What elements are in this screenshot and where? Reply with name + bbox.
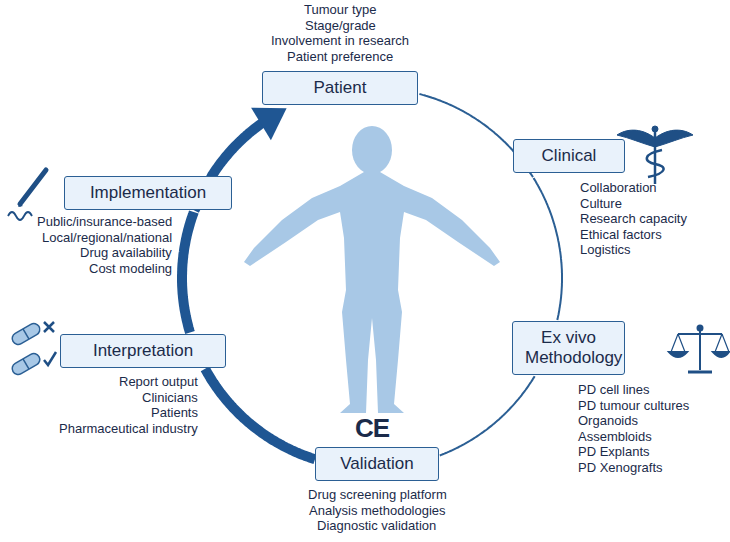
arc-line (205, 369, 315, 459)
stage-box: Validation (315, 447, 439, 481)
stage-title: Patient (275, 78, 405, 98)
list-item: Local/regional/national (42, 230, 172, 245)
list-item: Diagnostic validation (317, 518, 436, 533)
list-item: Patients (151, 405, 198, 420)
list-item: Drug screening platform (308, 487, 447, 502)
stage-box: Implementation (64, 176, 232, 210)
cycle-arc (182, 212, 194, 333)
list-item: Stage/grade (305, 18, 376, 33)
arrow-head (251, 108, 287, 141)
scales-icon (669, 326, 729, 373)
cycle-arc (205, 369, 315, 459)
list-item: Analysis methodologies (309, 503, 446, 518)
list-item: Ethical factors (580, 227, 662, 242)
list-item: Collaboration (580, 180, 657, 195)
list-item: Patient preference (287, 49, 393, 64)
list-item: Cost modeling (89, 261, 172, 276)
ce-mark: CE (355, 413, 389, 444)
arc-line (440, 376, 535, 455)
stage-title: Implementation (77, 183, 219, 203)
stage-box: Interpretation (60, 334, 226, 368)
list-item: Drug availability (80, 245, 172, 260)
stage-box: Ex vivo Methodology (512, 321, 625, 375)
cycle-arc (534, 178, 563, 320)
stage-box: Patient (262, 71, 418, 105)
arc-line (534, 178, 563, 320)
stage-title: Validation (328, 454, 426, 474)
list-item: PD tumour cultures (578, 398, 689, 413)
pills-icon (10, 321, 56, 376)
list-item: Report output (119, 374, 198, 389)
list-item: Research capacity (580, 211, 687, 226)
list-item: PD Explants (578, 444, 650, 459)
caduceus-icon (617, 126, 693, 184)
list-item: Involvement in research (271, 33, 409, 48)
list-item: Culture (580, 196, 622, 211)
list-item: Logistics (580, 242, 631, 257)
list-item: Tumour type (304, 2, 377, 17)
list-item: Organoids (578, 413, 638, 428)
list-item: Pharmaceutical industry (59, 421, 198, 436)
stage-title: Clinical (526, 146, 612, 166)
person-body (244, 172, 500, 413)
stage-title: Ex vivo Methodology (525, 328, 612, 368)
list-item: Public/insurance-based (37, 214, 172, 229)
arc-line (182, 212, 194, 333)
list-item: Clinicians (142, 390, 198, 405)
pen-icon (8, 170, 46, 220)
stage-title: Interpretation (73, 341, 213, 361)
stage-box: Clinical (513, 139, 625, 173)
cycle-arc (440, 376, 535, 455)
list-item: Assembloids (578, 429, 652, 444)
list-item: PD Xenografts (578, 460, 663, 475)
person-head (352, 126, 392, 174)
list-item: PD cell lines (578, 382, 650, 397)
